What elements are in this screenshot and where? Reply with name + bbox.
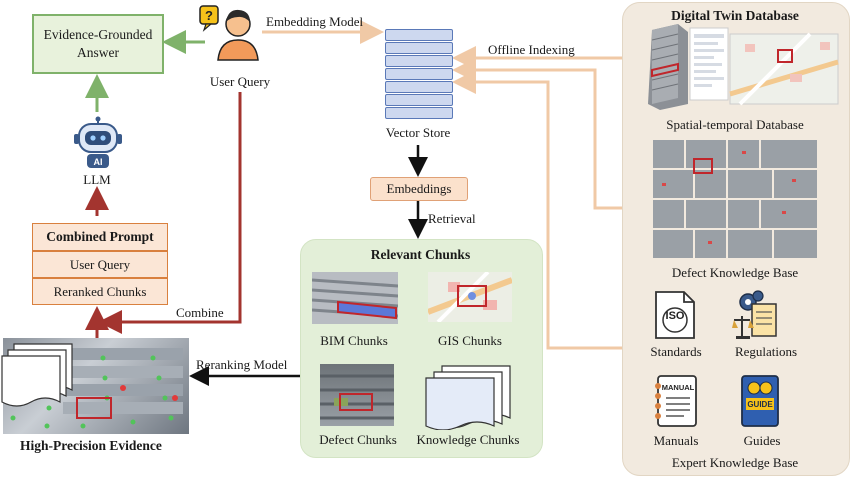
combined-prompt-title: Combined Prompt <box>32 223 168 251</box>
user-icon: ? <box>199 5 259 61</box>
iso-standard-icon: ISO <box>655 291 695 339</box>
combined-prompt-title-text: Combined Prompt <box>46 229 154 244</box>
defect-chunk-graphic <box>320 374 394 420</box>
guides-label: Guides <box>743 433 781 448</box>
iso-text: ISO <box>666 310 685 322</box>
embeddings-label: Embeddings <box>386 181 452 196</box>
vector-store-layer <box>385 94 453 106</box>
ai-badge: AI <box>94 157 103 167</box>
query-bubble-text: ? <box>205 8 213 23</box>
standards-label: Standards <box>650 344 702 359</box>
offline-indexing-label: Offline Indexing <box>488 42 575 57</box>
llm-label: LLM <box>83 172 111 187</box>
evidence-answer-box: Evidence-Grounded Answer <box>32 14 164 74</box>
answer-text: Evidence-Grounded Answer <box>43 27 153 60</box>
embeddings-box: Embeddings <box>370 177 468 201</box>
defect-chunks-label: Defect Chunks <box>319 432 397 447</box>
user-query-label: User Query <box>209 74 271 89</box>
defect-knowledge-image <box>652 139 818 259</box>
defect-knowledge-label: Defect Knowledge Base <box>671 265 799 280</box>
defect-chunk-image <box>320 364 394 426</box>
reranking-model-label: Reranking Model <box>196 357 288 372</box>
regulations-label: Regulations <box>734 344 798 359</box>
high-precision-label: High-Precision Evidence <box>20 438 162 453</box>
vector-store-layer <box>385 68 453 80</box>
vector-store-layer <box>385 107 453 119</box>
manuals-label: Manuals <box>653 433 699 448</box>
combine-label: Combine <box>176 305 224 320</box>
knowledge-chunks-icon <box>425 365 511 430</box>
arrow-defect-index <box>452 58 622 210</box>
guide-word: GUIDE <box>747 400 773 409</box>
digital-twin-title: Digital Twin Database <box>671 8 799 23</box>
arrow-expert-index <box>452 70 622 350</box>
bim-chunk-graphic <box>312 278 398 320</box>
arrow-combine <box>98 92 242 334</box>
document-stack-icon <box>1 343 73 407</box>
gis-chunk-graphic <box>428 272 512 322</box>
vector-store-layer <box>385 81 453 93</box>
vector-store-layer <box>385 42 453 54</box>
embedding-model-label: Embedding Model <box>266 14 364 29</box>
defect-grid-graphic <box>652 139 818 259</box>
relevant-chunks-title: Relevant Chunks <box>370 247 471 262</box>
gis-chunk-image <box>428 272 512 322</box>
vector-store-layer <box>385 29 453 41</box>
knowledge-chunks-label: Knowledge Chunks <box>416 432 520 447</box>
vector-store-layer <box>385 55 453 67</box>
prompt-user-query-text: User Query <box>69 256 131 272</box>
vector-store-label: Vector Store <box>385 125 451 140</box>
prompt-reranked-text: Reranked Chunks <box>53 283 147 299</box>
evidence-scene <box>10 348 183 429</box>
prompt-user-query: User Query <box>32 251 168 278</box>
guide-icon: GUIDE <box>741 375 779 427</box>
prompt-reranked-chunks: Reranked Chunks <box>32 278 168 305</box>
manual-word: MANUAL <box>662 383 695 392</box>
spatial-database-graphic <box>630 24 842 110</box>
spatial-temporal-label: Spatial-temporal Database <box>666 117 804 132</box>
regulations-icon <box>732 290 777 339</box>
manual-icon: MANUAL <box>655 375 697 427</box>
bim-chunk-image <box>312 272 398 324</box>
llm-robot-icon: AI <box>74 116 122 168</box>
bim-chunks-label: BIM Chunks <box>320 333 388 348</box>
spatial-database-image <box>630 24 842 110</box>
retrieval-label: Retrieval <box>428 211 476 226</box>
expert-knowledge-label: Expert Knowledge Base <box>671 455 799 470</box>
gis-chunks-label: GIS Chunks <box>438 333 502 348</box>
